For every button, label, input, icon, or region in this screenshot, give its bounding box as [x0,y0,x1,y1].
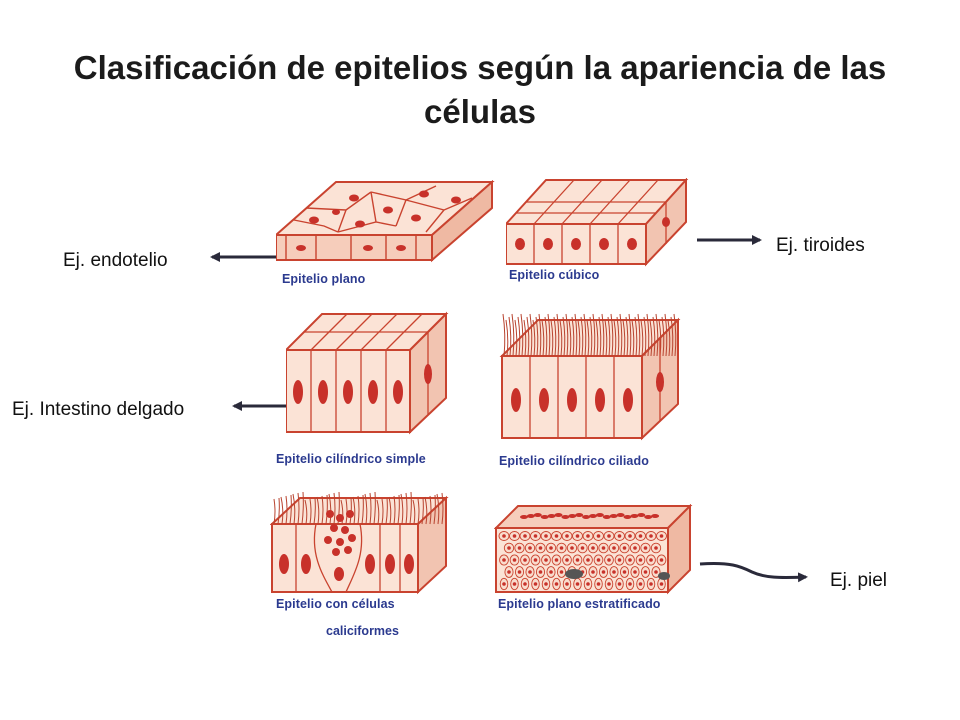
caption-epitelio-estratificado: Epitelio plano estratificado [498,597,661,611]
caption-epitelio-plano: Epitelio plano [282,272,366,286]
epitelio-plano-illustration [276,180,495,263]
epitelio-caliciformes-illustration [270,491,449,595]
caption-epitelio-cilindrico-simple: Epitelio cilíndrico simple [276,452,426,466]
example-endotelio-label: Ej. endotelio [63,250,168,271]
page-title: Clasificación de epitelios según la apar… [73,49,887,130]
epitelio-estratificado-illustration [494,504,693,595]
arrow-piel [699,562,808,583]
example-tiroides-label: Ej. tiroides [776,235,865,256]
example-intestino-label: Ej. Intestino delgado [12,399,185,420]
caption-epitelio-cubico: Epitelio cúbico [509,268,600,282]
caption-epitelio-caliciformes-line2: caliciformes [326,624,399,638]
caption-epitelio-caliciformes-line1: Epitelio con células [276,597,395,611]
epitelio-cubico-illustration [506,178,689,267]
caption-epitelio-cilindrico-ciliado: Epitelio cilíndrico ciliado [499,454,649,468]
epitelio-cilindrico-ciliado-illustration [499,313,681,441]
epitelio-cilindrico-simple-illustration [286,311,449,435]
example-piel-label: Ej. piel [830,570,888,591]
